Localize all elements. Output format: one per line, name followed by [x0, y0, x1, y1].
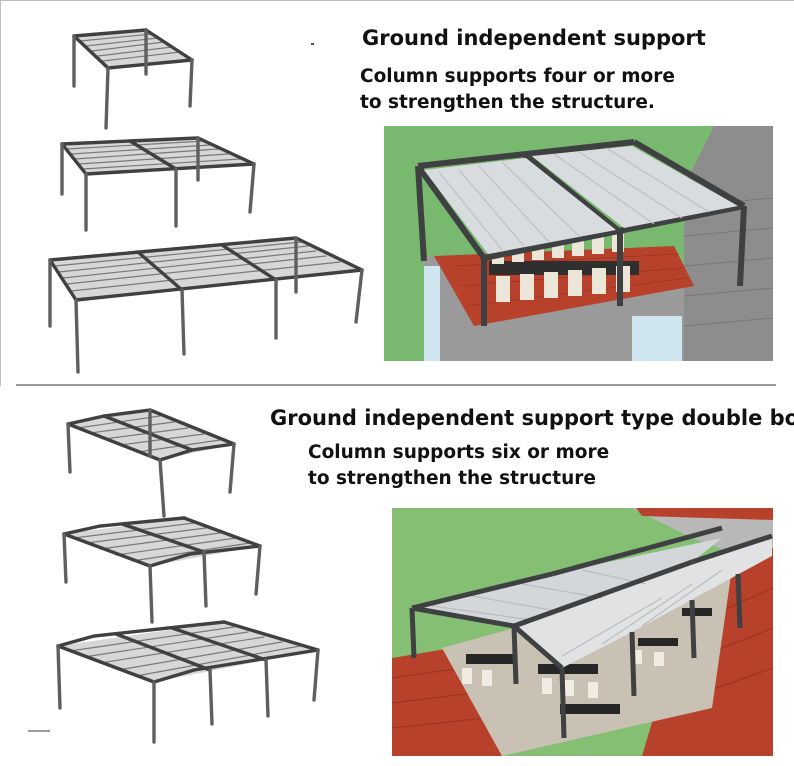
- top-section-frame: [0, 0, 794, 386]
- pergola-single-bay-diagram: [72, 28, 194, 130]
- terrace-gable-pergola-photo: [392, 508, 773, 756]
- stray-mark: [28, 730, 50, 732]
- section-2-title: Ground independent support type double b…: [270, 406, 794, 430]
- rooftop-pergola-photo: [384, 126, 773, 361]
- gable-pergola-double-diagram: [62, 516, 262, 624]
- section-1-description: Column supports four or more to strength…: [360, 64, 675, 116]
- terrace-gable-pergola-illustration: [392, 508, 773, 756]
- section-2-line-1: Column supports six or more: [308, 442, 610, 463]
- section-2-line-2: to strengthen the structure: [308, 468, 596, 489]
- section-1-line-1: Column supports four or more: [360, 66, 675, 87]
- stray-dot: [311, 43, 314, 45]
- section-2-description: Column supports six or more to strengthe…: [308, 440, 609, 492]
- section-1-line-2: to strengthen the structure.: [360, 92, 655, 113]
- gable-pergola-single-diagram: [66, 408, 236, 518]
- gable-pergola-triple-diagram: [56, 620, 320, 744]
- pergola-double-bay-diagram: [60, 136, 256, 232]
- section-divider: [16, 384, 776, 386]
- pergola-triple-bay-diagram: [48, 236, 364, 374]
- section-1-title: Ground independent support: [362, 26, 706, 50]
- rooftop-pergola-illustration: [384, 126, 773, 361]
